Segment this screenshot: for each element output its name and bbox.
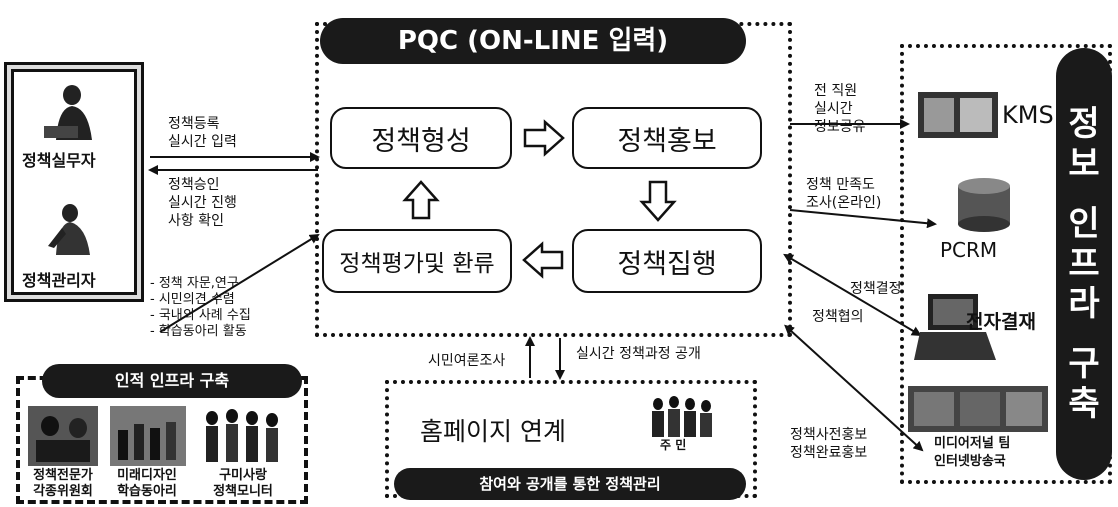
box-policy-evaluation: 정책평가및 환류: [322, 229, 512, 293]
media-label-2: 인터넷방송국: [934, 454, 1006, 469]
promo-text: 정책사전홍보 정책완료홍보: [790, 427, 868, 461]
pqc-title: PQC (ON-LINE 입력): [320, 18, 746, 64]
laptop-icon: [914, 294, 996, 360]
survey-text: 시민여론조사: [428, 353, 506, 369]
kms-label: KMS: [1002, 101, 1054, 129]
hollow-arrow-down: [639, 180, 677, 222]
advisory-list: - 정책 자문,연구 - 시민의견 수렴 - 국내외 사례 수집 - 학습동아리…: [150, 276, 251, 339]
disclosure-text: 실시간 정책과정 공개: [576, 346, 701, 362]
info-infra-title-char: 정: [1068, 104, 1100, 144]
study-group-photo-icon: [110, 406, 186, 466]
media-photo-icon: [908, 386, 1048, 432]
bottom-banner: 참여와 공개를 통한 정책관리: [394, 468, 746, 500]
pcrm-label: PCRM: [940, 238, 998, 262]
worker-figure-icon: [44, 85, 92, 140]
box-policy-execution: 정책집행: [572, 229, 762, 293]
manager-figure-icon: [48, 204, 90, 255]
register-text: 정책등록 실시간 입력: [168, 116, 237, 150]
expert-photo-icon: [28, 406, 98, 466]
arrow-approval: [783, 253, 922, 337]
box-policy-promotion: 정책홍보: [572, 107, 762, 169]
resident-text: 주 민: [660, 438, 687, 452]
box-policy-formation: 정책형성: [330, 107, 512, 169]
monitor-group-photo-icon: [206, 409, 278, 462]
info-infra-title-char: 축: [1068, 384, 1100, 424]
pcrm-text: 정책 만족도 조사(온라인): [806, 177, 882, 211]
approve-text: 정책승인 실시간 진행 사항 확인: [168, 177, 237, 229]
kms-text: 전 직원 실시간 정보공유: [814, 83, 866, 135]
manager-label: 정책관리자: [22, 271, 96, 290]
info-infra-title-char: 구: [1068, 344, 1100, 384]
human-infra-title: 인적 인프라 구축: [42, 364, 302, 398]
hollow-arrow-left: [522, 241, 564, 279]
info-infra-title-char: 라: [1068, 284, 1100, 324]
info-infra-title-char: 보: [1068, 144, 1100, 184]
residents-icon: [652, 396, 712, 437]
homepage-text: 홈페이지 연계: [420, 417, 566, 446]
pcrm-database-icon: [958, 178, 1010, 232]
info-infra-title-bar: [1056, 48, 1112, 480]
arrow-advisory: [159, 233, 320, 333]
consult-text: 정책협의: [812, 309, 864, 325]
media-label-1: 미디어저널 팀: [934, 436, 1011, 451]
hollow-arrow-up: [402, 180, 440, 220]
approval-label: 전자결재: [966, 311, 1036, 333]
worker-label: 정책실무자: [22, 151, 96, 170]
info-infra-title-char: 프: [1068, 244, 1100, 284]
kms-icon: [918, 92, 998, 138]
hollow-arrow-right: [523, 119, 565, 157]
decision-text: 정책결정: [850, 281, 902, 297]
info-infra-title-char: 인: [1068, 204, 1100, 244]
arrow-pcrm: [789, 209, 937, 229]
